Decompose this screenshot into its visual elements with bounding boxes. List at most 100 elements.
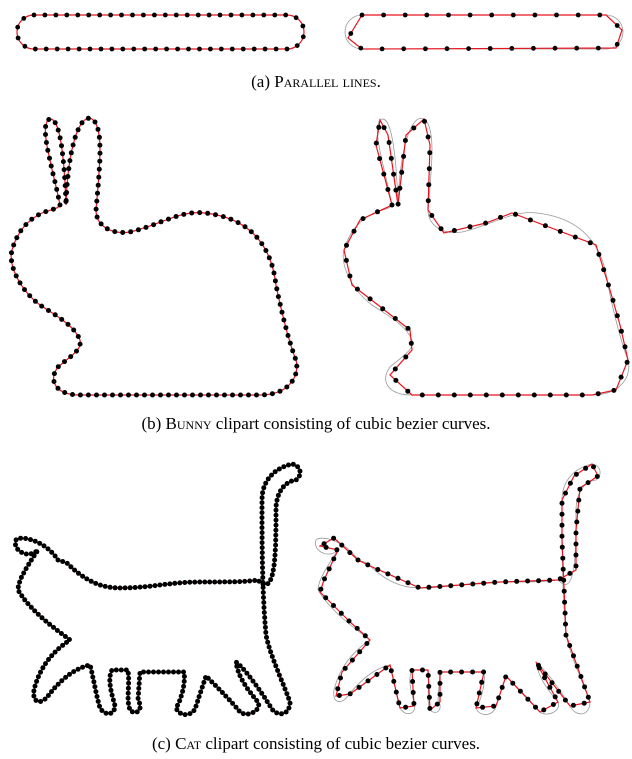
sample-point [582,684,587,689]
sample-point [272,558,277,563]
sample-point [286,696,291,701]
sample-point [278,488,283,493]
sample-point [99,708,104,713]
sample-point [242,579,247,584]
sample-point [496,695,501,700]
sample-point [103,584,108,589]
sample-point [261,13,266,18]
sample-point [411,126,416,131]
sample-point [322,576,327,581]
sample-point [385,571,390,576]
sample-point [401,154,406,159]
sample-point [238,673,243,678]
sample-point [28,537,33,542]
sample-point [553,694,558,699]
sample-point [94,393,99,398]
sample-point [56,646,61,651]
sample-point [518,689,523,694]
sample-point [76,667,81,672]
sample-point [159,219,164,224]
sample-point [394,690,399,695]
sample-point [251,679,256,684]
sample-point [93,120,98,125]
sample-point [107,678,112,683]
sample-point [260,570,265,575]
sample-point [182,679,187,684]
sample-point [175,703,180,708]
sample-point [197,580,202,585]
sample-point [109,688,114,693]
sample-point [36,674,41,679]
sample-point [93,689,98,694]
sample-point [389,668,394,673]
sample-point [84,576,89,581]
sample-point [222,579,227,584]
sample-points [348,13,619,52]
sample-point [49,689,54,694]
sample-point [152,13,157,18]
sample-point [275,498,280,503]
sample-point [181,684,186,689]
sample-point [14,235,19,240]
sample-point [13,542,18,547]
sample-point [574,46,579,51]
sample-point [14,537,19,542]
sample-point [364,641,369,646]
sample-point [187,580,192,585]
sample-point [335,686,340,691]
sample-point [134,393,139,398]
sample-point [580,393,585,398]
sample-point [403,13,408,18]
sample-point [403,138,408,143]
sample-point [338,676,343,681]
sample-point [64,13,69,18]
sample-point [128,585,133,590]
sample-point [136,227,141,232]
sample-point [263,630,268,635]
sample-point [547,685,552,690]
sample-point [436,393,441,398]
sample-point [166,217,171,222]
sample-point [110,47,115,52]
sample-point [396,700,401,705]
sample-point [263,248,268,253]
sample-point [18,536,23,541]
sample-point [56,364,61,369]
sample-point [234,660,239,665]
caption-b: (b) Bunny clipart consisting of cubic be… [0,414,632,434]
sample-point [361,216,366,221]
sample-point [141,13,146,18]
sample-point [489,13,494,18]
sample-point [186,47,191,52]
sample-point [294,15,299,20]
sample-point [481,670,486,675]
sample-point [381,13,386,18]
sample-point [366,678,371,683]
sample-point [21,16,26,21]
sample-point [241,47,246,52]
sample-point [575,509,580,514]
sample-point [554,13,559,18]
sample-point [177,580,182,585]
sample-point [172,581,177,586]
sample-point [68,354,73,359]
sample-point [60,559,65,564]
sample-point [484,393,489,398]
sample-point [236,669,241,674]
sample-point [182,580,187,585]
sample-point [260,495,265,500]
sample-point [86,393,91,398]
sample-point [573,235,578,240]
sample-point [96,183,101,188]
sample-point [176,670,181,675]
sample-point [218,13,223,18]
sample-point [43,132,48,137]
sample-point [230,47,235,52]
sample-point [259,241,264,246]
sample-point [448,583,453,588]
sample-point [571,703,576,708]
sample-point [260,515,265,520]
sample-point [31,689,36,694]
sample-point [426,182,431,187]
sample-point [267,703,272,708]
